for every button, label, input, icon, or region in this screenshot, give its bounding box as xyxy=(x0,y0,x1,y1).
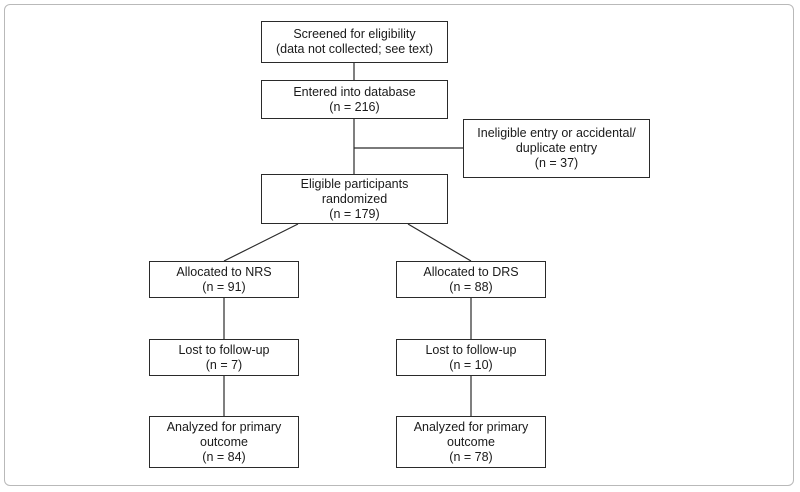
box-screened-line2: (data not collected; see text) xyxy=(275,42,434,56)
connector-randomized-to-nrs xyxy=(223,223,299,262)
box-nrs-analyzed-line1: Analyzed for primary xyxy=(166,419,282,434)
box-ineligible-line3: (n = 37) xyxy=(534,156,579,170)
box-drs-lost-line1: Lost to follow-up xyxy=(425,342,517,357)
box-nrs-lost: Lost to follow-up (n = 7) xyxy=(149,339,299,376)
box-randomized-line1: Eligible participants xyxy=(300,176,409,191)
box-ineligible-line1: Ineligible entry or accidental/ xyxy=(477,126,636,140)
box-randomized-line2: randomized xyxy=(321,191,388,206)
figure-frame xyxy=(4,4,794,486)
box-drs-lost-line2: (n = 10) xyxy=(449,357,493,372)
box-drs-allocated: Allocated to DRS (n = 88) xyxy=(396,261,546,298)
box-nrs-analyzed-line2: outcome xyxy=(200,434,248,449)
box-randomized: Eligible participants randomized (n = 17… xyxy=(261,174,448,224)
box-nrs-analyzed-line3: (n = 84) xyxy=(202,449,246,464)
box-drs-allocated-line1: Allocated to DRS xyxy=(423,264,519,279)
box-screened-line1: Screened for eligibility xyxy=(293,27,416,41)
box-nrs-allocated-line1: Allocated to NRS xyxy=(176,264,272,279)
box-nrs-allocated-line2: (n = 91) xyxy=(202,279,246,294)
box-nrs-analyzed: Analyzed for primary outcome (n = 84) xyxy=(149,416,299,468)
connector-randomized-to-drs xyxy=(407,223,472,262)
box-entered-line1: Entered into database xyxy=(293,84,416,99)
box-entered: Entered into database (n = 216) xyxy=(261,80,448,119)
box-randomized-line3: (n = 179) xyxy=(329,206,380,221)
box-drs-analyzed-line2: outcome xyxy=(447,434,495,449)
box-entered-line2: (n = 216) xyxy=(329,99,380,114)
box-drs-analyzed-line1: Analyzed for primary xyxy=(413,419,529,434)
box-drs-allocated-line2: (n = 88) xyxy=(449,279,493,294)
box-ineligible: Ineligible entry or accidental/ duplicat… xyxy=(463,119,650,178)
box-screened: Screened for eligibility (data not colle… xyxy=(261,21,448,63)
box-drs-analyzed: Analyzed for primary outcome (n = 78) xyxy=(396,416,546,468)
box-nrs-lost-line2: (n = 7) xyxy=(205,357,243,372)
box-drs-lost: Lost to follow-up (n = 10) xyxy=(396,339,546,376)
box-nrs-lost-line1: Lost to follow-up xyxy=(178,342,270,357)
box-ineligible-line2: duplicate entry xyxy=(515,141,598,155)
box-nrs-allocated: Allocated to NRS (n = 91) xyxy=(149,261,299,298)
box-drs-analyzed-line3: (n = 78) xyxy=(449,449,493,464)
